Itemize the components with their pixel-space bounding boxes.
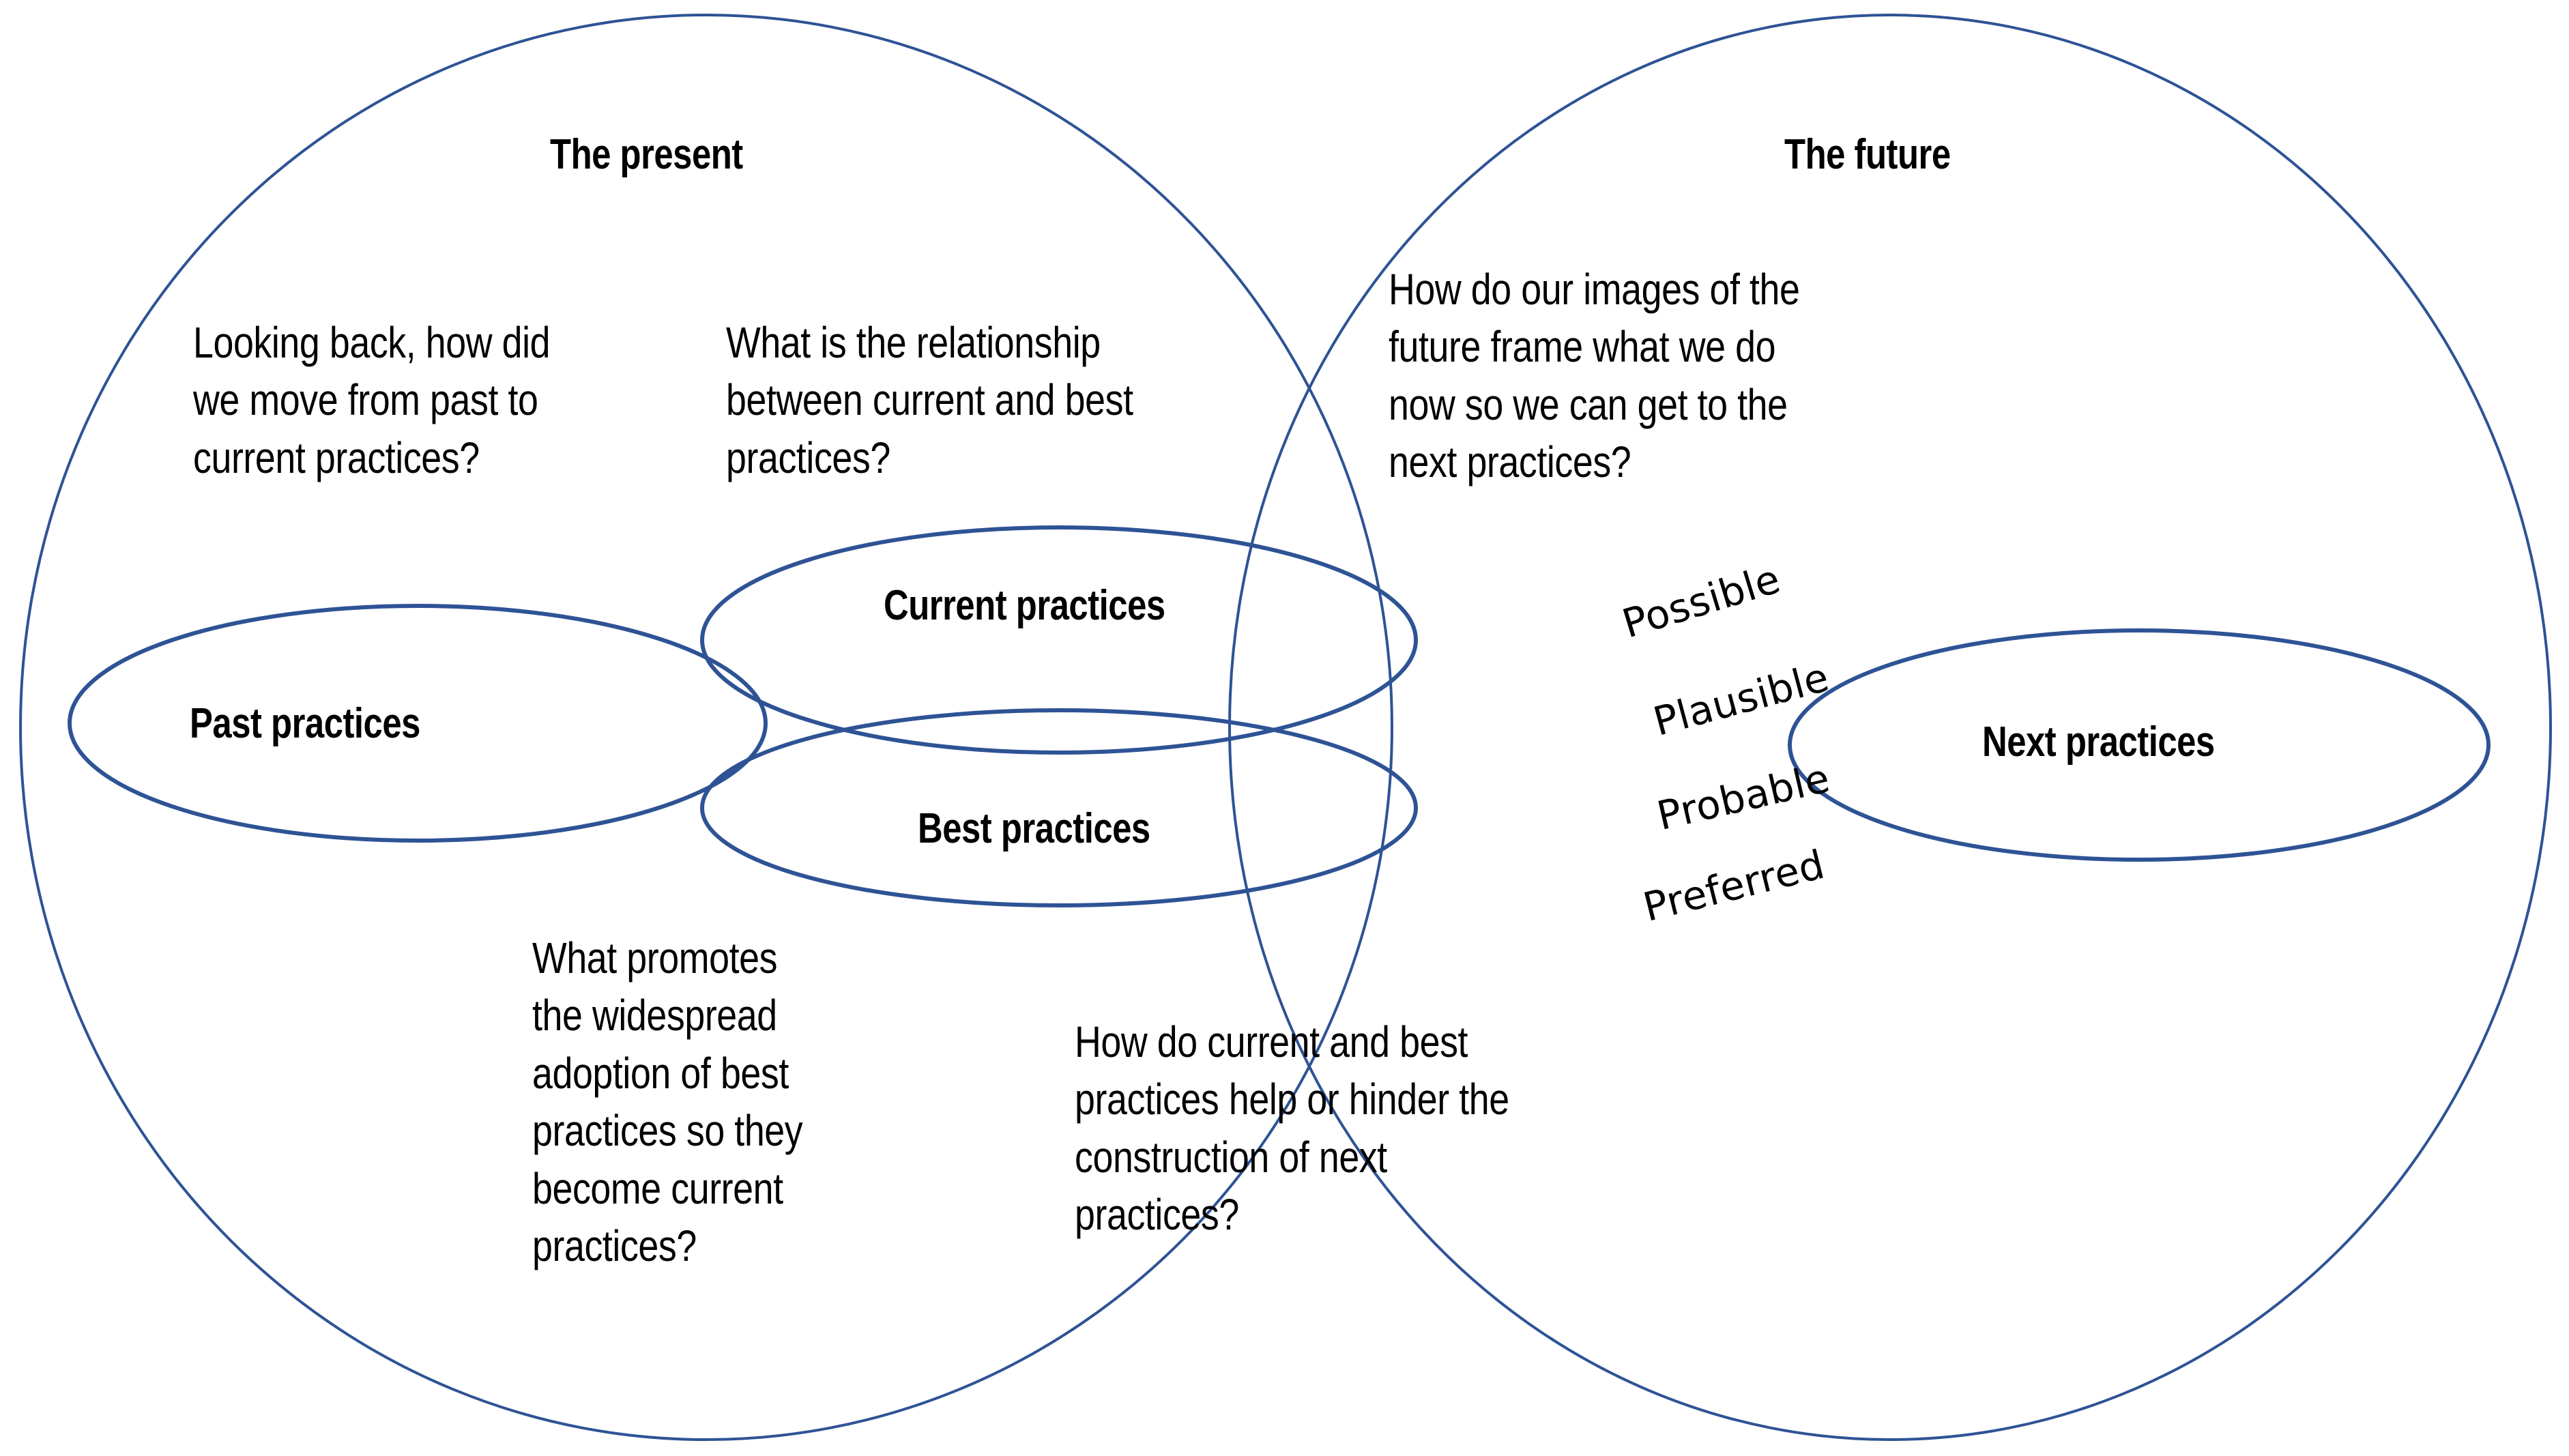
present-zone-title: The present (550, 131, 743, 178)
next-practices-label: Next practices (1982, 718, 2215, 766)
question-future-images-frame: How do our images of the future frame wh… (1389, 265, 1810, 487)
future-zone-title: The future (1784, 131, 1951, 178)
present-circle (19, 14, 1393, 1441)
question-widespread-adoption: What promotes the widespread adoption of… (532, 933, 813, 1271)
best-practices-ellipse (700, 708, 1418, 907)
question-past-to-current: Looking back, how did we move from past … (193, 318, 560, 482)
next-practices-ellipse (1788, 628, 2491, 862)
past-practices-label: Past practices (190, 700, 420, 747)
question-current-best-relationship: What is the relationship between current… (726, 318, 1144, 482)
future-circle (1228, 14, 2552, 1441)
current-practices-ellipse (700, 525, 1418, 755)
current-practices-label: Current practices (884, 582, 1165, 629)
best-practices-label: Best practices (918, 805, 1150, 852)
question-help-or-hinder: How do current and best practices help o… (1075, 1017, 1520, 1240)
past-practices-ellipse (68, 604, 768, 843)
